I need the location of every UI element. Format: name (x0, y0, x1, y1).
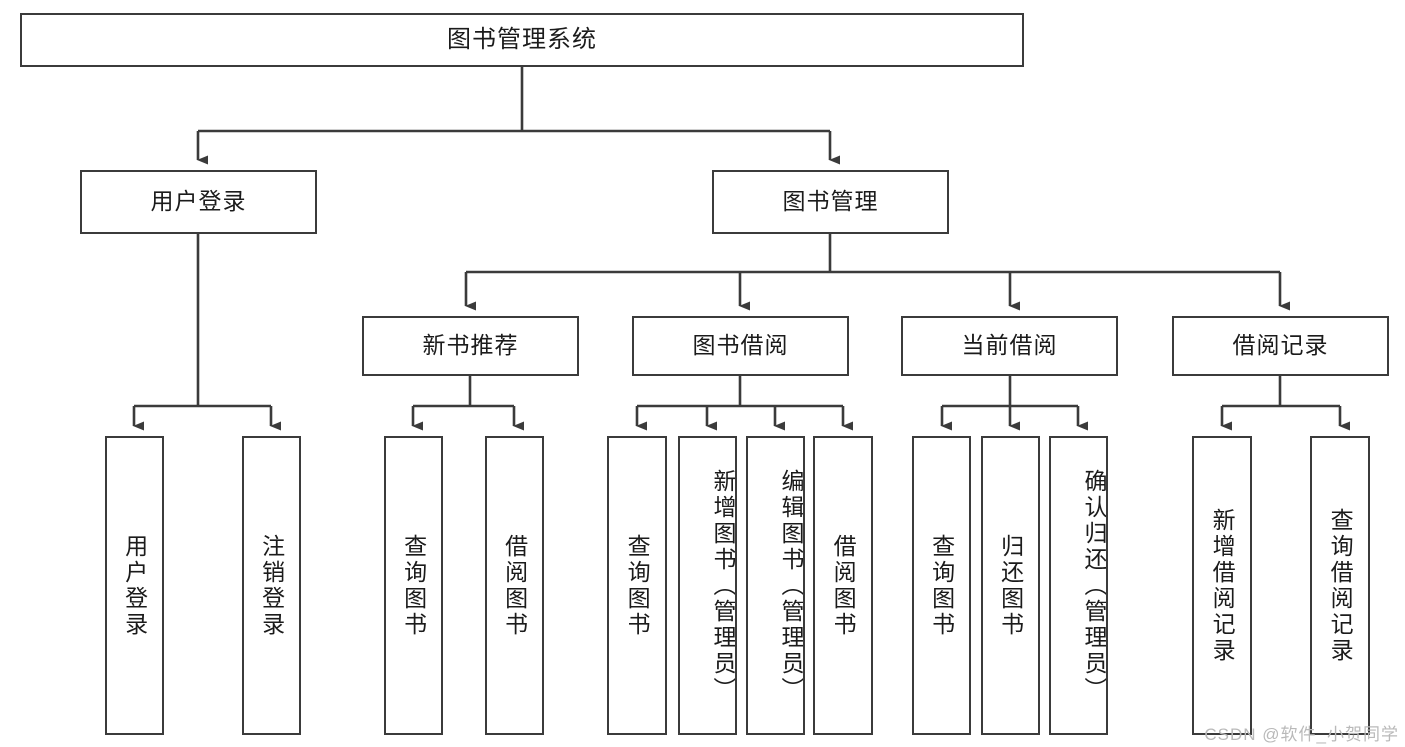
node-label: 图书管理系统 (447, 25, 597, 53)
node-label: 用户登录 (150, 188, 247, 215)
node-borrow-record[interactable]: 借阅记录 (1172, 316, 1389, 376)
leaf-return-book[interactable]: 归还图书 (981, 436, 1040, 735)
node-new-book-recommend[interactable]: 新书推荐 (362, 316, 579, 376)
leaf-borrow-book[interactable]: 借阅图书 (813, 436, 873, 735)
leaf-query-book-current[interactable]: 查询图书 (912, 436, 971, 735)
node-label: 查询图书 (400, 533, 427, 638)
node-label: 查询图书 (624, 533, 651, 638)
node-label: 借阅图书 (830, 533, 857, 638)
node-label: 归还图书 (997, 533, 1024, 638)
node-label: 图书管理 (782, 188, 879, 215)
node-label: 新增借阅记录 (1209, 507, 1236, 664)
node-book-management[interactable]: 图书管理 (712, 170, 949, 234)
node-label: 当前借阅 (961, 332, 1058, 359)
leaf-query-book-recommend[interactable]: 查询图书 (384, 436, 443, 735)
node-root-book-management-system[interactable]: 图书管理系统 (20, 13, 1024, 67)
node-label: 借阅记录 (1232, 332, 1329, 359)
node-current-borrow[interactable]: 当前借阅 (901, 316, 1118, 376)
node-label: 用户登录 (121, 533, 148, 638)
node-label: 图书借阅 (692, 332, 789, 359)
leaf-borrow-book-recommend[interactable]: 借阅图书 (485, 436, 544, 735)
leaf-add-book-admin[interactable]: 新增图书（管理员） (678, 436, 737, 735)
leaf-query-book-borrow[interactable]: 查询图书 (607, 436, 667, 735)
leaf-query-borrow-record[interactable]: 查询借阅记录 (1310, 436, 1370, 735)
node-label: 借阅图书 (501, 533, 528, 638)
leaf-user-login[interactable]: 用户登录 (105, 436, 164, 735)
node-label: 确认归还（管理员） (1081, 468, 1107, 703)
node-book-borrow[interactable]: 图书借阅 (632, 316, 849, 376)
leaf-edit-book-admin[interactable]: 编辑图书（管理员） (746, 436, 805, 735)
node-label: 查询图书 (928, 533, 955, 638)
node-label: 新增图书（管理员） (710, 468, 736, 703)
leaf-confirm-return-admin[interactable]: 确认归还（管理员） (1049, 436, 1108, 735)
node-label: 注销登录 (258, 533, 285, 638)
node-user-login[interactable]: 用户登录 (80, 170, 317, 234)
node-label: 编辑图书（管理员） (778, 468, 804, 703)
leaf-add-borrow-record[interactable]: 新增借阅记录 (1192, 436, 1252, 735)
node-label: 新书推荐 (422, 332, 519, 359)
csdn-watermark: CSDN @软件_小贺同学 (1204, 725, 1399, 744)
leaf-logout-login[interactable]: 注销登录 (242, 436, 301, 735)
node-label: 查询借阅记录 (1327, 507, 1354, 664)
